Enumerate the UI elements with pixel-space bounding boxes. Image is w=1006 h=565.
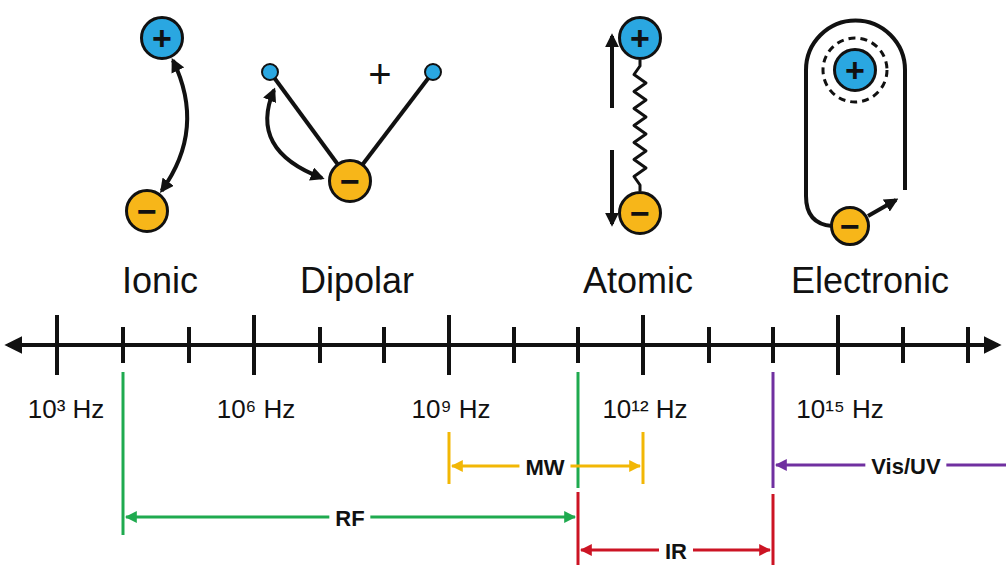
band-label: RF xyxy=(329,506,370,532)
negative-charge: − xyxy=(125,189,169,233)
molecule-charge-sign: + xyxy=(368,54,391,94)
frequency-tick-label: 10¹² Hz xyxy=(602,396,687,422)
ir-range xyxy=(578,492,773,565)
charge-sign: + xyxy=(152,21,172,55)
frequency-tick-label: 10⁹ Hz xyxy=(411,396,490,422)
mechanism-label: Atomic xyxy=(583,263,693,299)
negative-charge: − xyxy=(618,191,662,235)
rf-range xyxy=(123,372,578,535)
electron-orbit xyxy=(806,21,905,227)
vis-uv-range xyxy=(773,372,1006,488)
mechanism-label: Dipolar xyxy=(300,263,414,299)
charge-sign: − xyxy=(630,196,650,230)
charge-sign: − xyxy=(340,164,360,198)
band-label: Vis/UV xyxy=(865,454,946,480)
nucleus-charge: + xyxy=(833,48,877,92)
frequency-axis xyxy=(8,315,998,375)
positive-charge: + xyxy=(140,16,184,60)
charge-sign: + xyxy=(630,21,650,55)
mechanism-label: Ionic xyxy=(122,263,198,299)
mw-range xyxy=(449,432,643,484)
oscillation-arrow xyxy=(162,60,188,190)
electron-charge: − xyxy=(830,206,870,246)
frequency-tick-label: 10³ Hz xyxy=(28,396,105,422)
band-label: IR xyxy=(659,539,693,565)
charge-sign: − xyxy=(840,209,860,243)
frequency-tick-label: 10¹⁵ Hz xyxy=(796,396,883,422)
negative-charge: − xyxy=(328,159,372,203)
band-label: MW xyxy=(519,455,570,481)
positive-charge: + xyxy=(618,16,662,60)
mechanism-label: Electronic xyxy=(791,263,949,299)
charge-sign: + xyxy=(845,53,865,87)
frequency-tick-label: 10⁶ Hz xyxy=(217,396,296,422)
displacement-arrows xyxy=(612,36,613,224)
charge-sign: − xyxy=(137,194,157,228)
spring-bond xyxy=(634,60,646,191)
